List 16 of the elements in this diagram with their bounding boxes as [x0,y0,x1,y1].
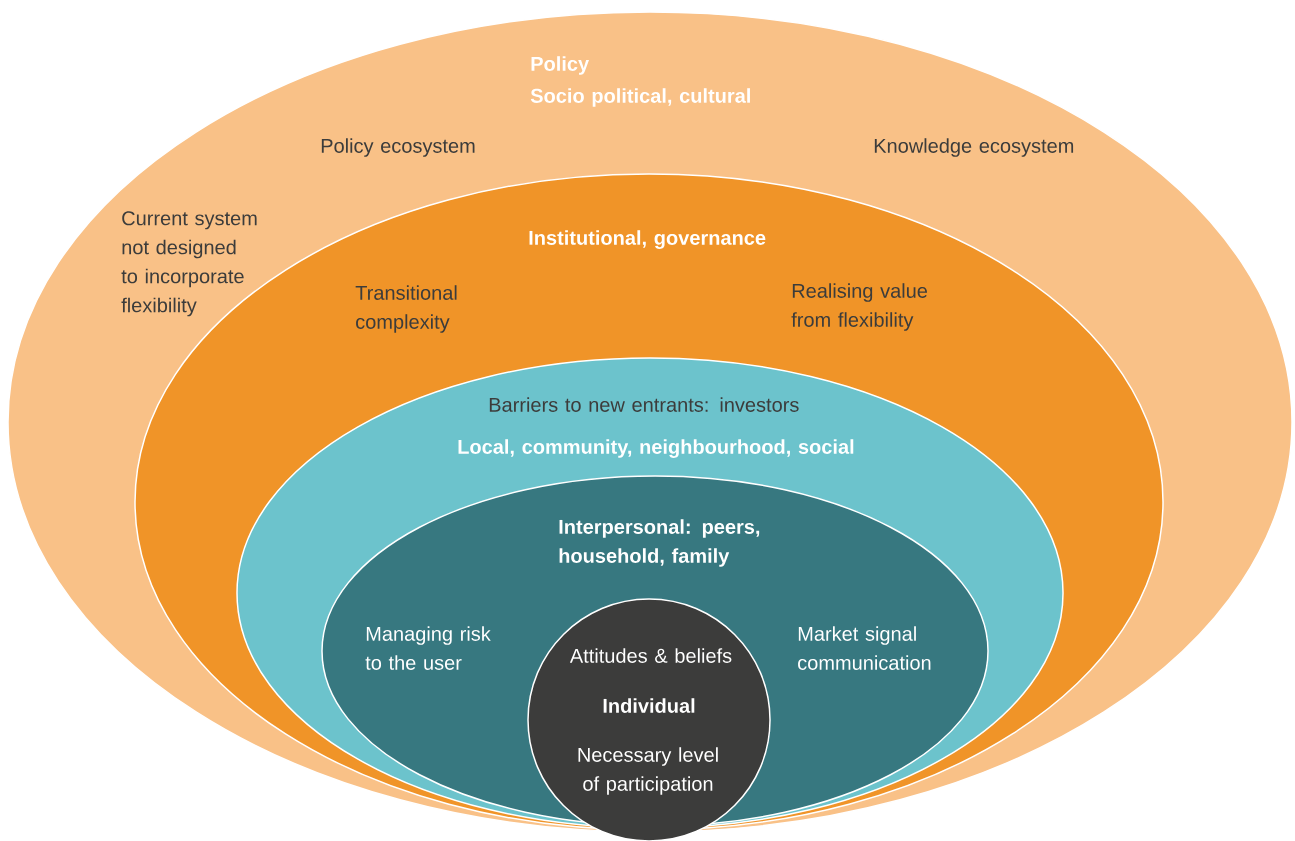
note-text: Transitional complexity [355,285,457,333]
heading-text: Individual [603,698,695,713]
heading-text: Local, community, neighbourhood, social [458,439,854,458]
heading-text: Socio political, cultural [530,88,750,107]
heading-text: Institutional, governance [529,230,766,249]
note-text: Knowledge ecosystem [874,138,1074,157]
note-text: Barriers to new entrants: investors [489,397,799,412]
note-text: Market signal communication [798,626,931,670]
note-text: Necessary level of participation [578,747,718,795]
note-text: Current system not designed to incorporate flexibility [121,211,257,317]
note-text: Managing risk to the user [365,626,491,670]
heading-text: Policy [531,56,589,75]
note-text: Attitudes & beliefs [569,648,732,663]
note-text: Policy ecosystem [321,138,475,157]
note-text: Realising value from flexibility [791,283,927,331]
heading-text: Interpersonal: peers, household, family [559,519,760,567]
